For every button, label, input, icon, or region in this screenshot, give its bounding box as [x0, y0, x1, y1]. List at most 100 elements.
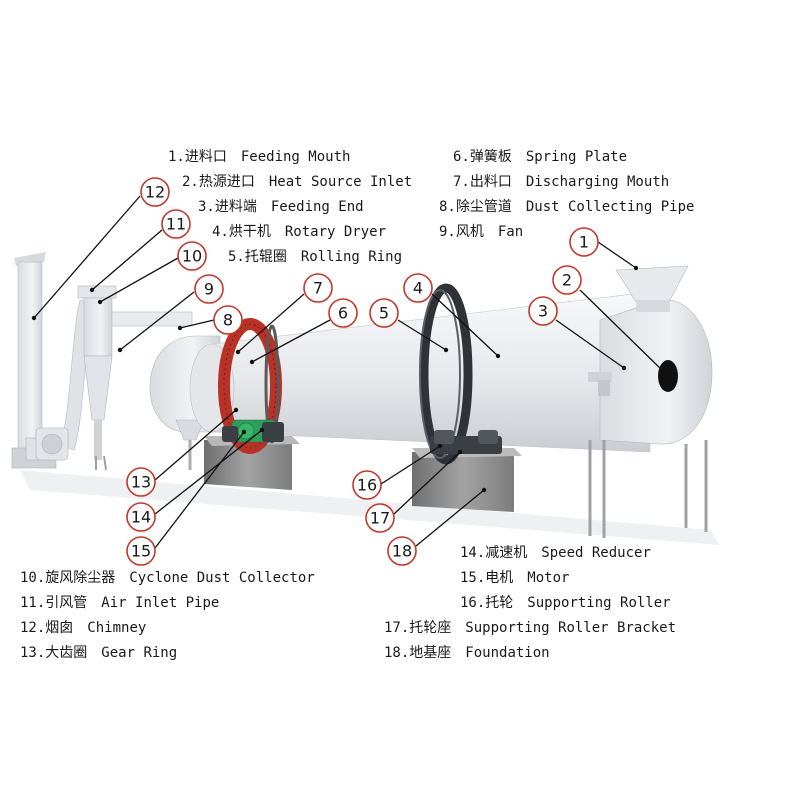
legend-item-number: 8. [439, 199, 456, 215]
legend-item-number: 5. [228, 249, 245, 265]
callout-5-leader-line [397, 319, 447, 351]
callout-18-number: 18 [392, 542, 412, 561]
legend-item-chinese: 大齿圈 [45, 645, 88, 661]
cyclone-dust-collector [77, 285, 193, 471]
legend-item-number: 16. [460, 595, 486, 611]
legend-item-chinese: 减速机 [485, 545, 528, 561]
callout-1-leader-line [597, 241, 637, 269]
callout-12-circle [140, 177, 170, 207]
callout-2-number: 2 [562, 271, 572, 290]
callout-4-circle [403, 273, 433, 303]
callout-9-anchor-dot [117, 347, 123, 353]
callout-15-anchor-dot [241, 429, 247, 435]
callout-18-circle [387, 536, 417, 566]
callout-11-anchor-dot [89, 287, 95, 293]
callout-16-circle [352, 470, 382, 500]
rolling-ring [419, 283, 473, 465]
callout-4-leader-line [431, 293, 499, 357]
callout-4-anchor-dot [495, 353, 501, 359]
callout-14-number: 14 [131, 508, 151, 527]
fan-and-air-inlet [35, 299, 93, 461]
legend-item: 17.托轮座 Supporting Roller Bracket [384, 616, 676, 641]
legend-item-chinese: 弹簧板 [469, 149, 512, 165]
legend-item-number: 15. [460, 570, 486, 586]
legend-item-english: Heat Source Inlet [268, 174, 413, 190]
legend-item-english: Rolling Ring [300, 249, 403, 265]
callout-5-circle [369, 298, 399, 328]
callout-18-anchor-dot [481, 487, 487, 493]
legend-item-number: 17. [384, 620, 410, 636]
callout-13-leader-line [154, 409, 237, 481]
legend-item-chinese: 地基座 [409, 645, 452, 661]
legend-item-chinese: 托轮座 [409, 620, 452, 636]
legend-item-chinese: 旋风除尘器 [45, 570, 116, 586]
callout-15-circle [126, 536, 156, 566]
legend-item-english: Motor [527, 570, 570, 586]
legend-item-number: 14. [460, 545, 486, 561]
callout-17-number: 17 [370, 509, 390, 528]
legend-item-english: Foundation [465, 645, 550, 661]
callout-9-leader-line [119, 291, 195, 351]
legend-item-chinese: 烘干机 [228, 224, 271, 240]
callout-6-anchor-dot [249, 359, 255, 365]
callout-2-circle [552, 265, 582, 295]
legend-item-chinese: 进料口 [184, 149, 227, 165]
supporting-rollers [222, 426, 502, 454]
legend-item-number: 2. [182, 174, 199, 190]
gear-ring [218, 318, 282, 454]
callout-11-number: 11 [166, 215, 186, 234]
callout-10-leader-line [99, 257, 179, 303]
callout-16-number: 16 [357, 476, 377, 495]
legend-item-number: 18. [384, 645, 410, 661]
callout-16-anchor-dot [437, 443, 443, 449]
legend-item-number: 12. [20, 620, 46, 636]
legend-item-english: Feeding Mouth [240, 149, 351, 165]
callout-17-circle [365, 503, 395, 533]
callout-3-number: 3 [538, 302, 548, 321]
callout-14-anchor-dot [259, 427, 265, 433]
callout-2-anchor-dot [661, 369, 667, 375]
foundations [204, 436, 522, 512]
legend-item-english: Spring Plate [525, 149, 628, 165]
legend-item-chinese: 托轮 [485, 595, 514, 611]
legend-item-english: Fan [497, 224, 524, 240]
callout-3-leader-line [555, 319, 625, 369]
callout-17-leader-line [393, 451, 461, 515]
callout-7-anchor-dot [235, 349, 241, 355]
callout-9-circle [194, 274, 224, 304]
legend-item-chinese: 托辊圈 [244, 249, 287, 265]
callout-1-anchor-dot [633, 265, 639, 271]
callout-11-circle [161, 209, 191, 239]
callout-6-leader-line [251, 319, 331, 363]
callout-13-number: 13 [131, 473, 151, 492]
callout-1-circle [569, 227, 599, 257]
legend-item-number: 7. [453, 174, 470, 190]
legend-item: 18.地基座 Foundation [384, 641, 676, 666]
legend-item-english: Rotary Dryer [284, 224, 387, 240]
callout-14-leader-line [154, 429, 263, 515]
callout-3-anchor-dot [621, 365, 627, 371]
legend-item-chinese: 风机 [455, 224, 484, 240]
callout-4-number: 4 [413, 279, 423, 298]
legend-item-number: 9. [439, 224, 456, 240]
legend-item-english: Dust Collecting Pipe [525, 199, 695, 215]
callout-5-number: 5 [379, 304, 389, 323]
callout-10-anchor-dot [97, 299, 103, 305]
callout-6-number: 6 [338, 304, 348, 323]
legend-item-number: 13. [20, 645, 46, 661]
legend-item-english: Supporting Roller Bracket [465, 620, 677, 636]
